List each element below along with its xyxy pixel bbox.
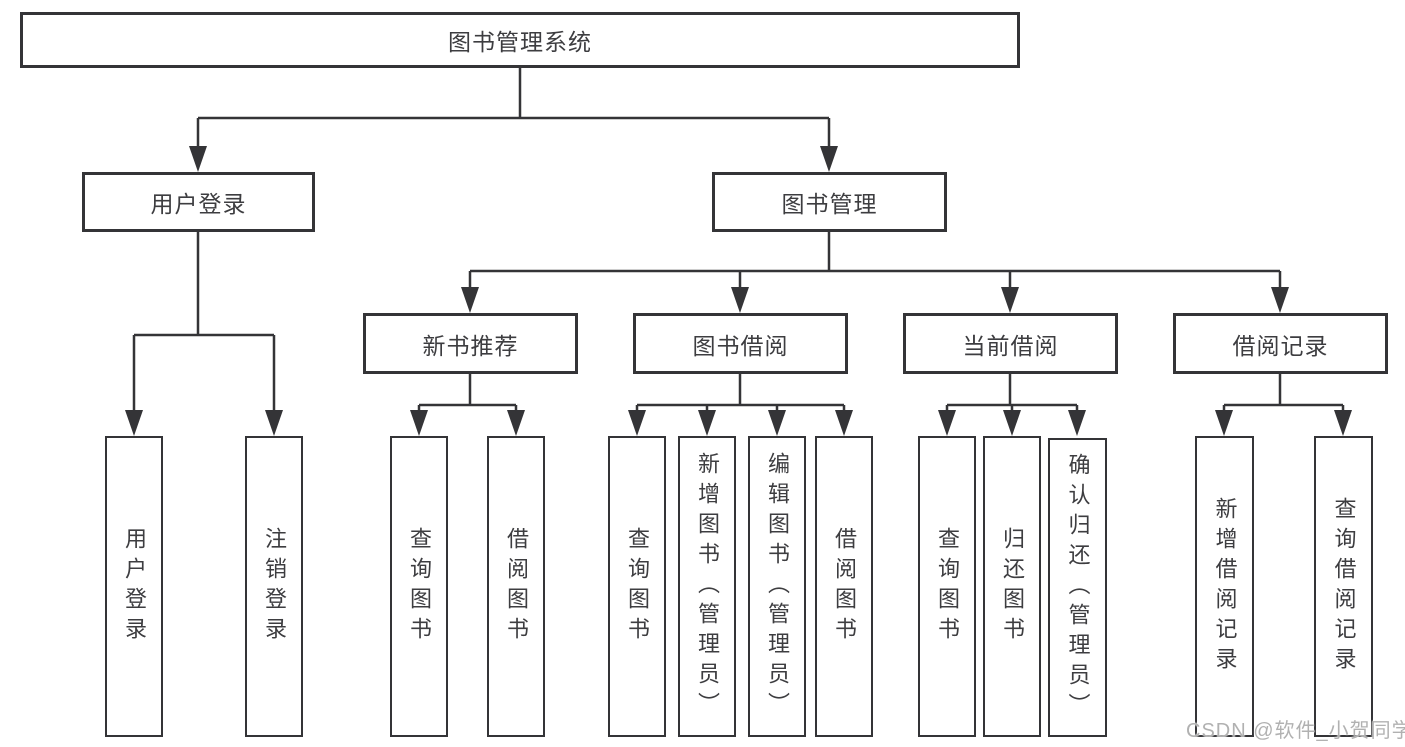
connector-borrow-to-leaves [628, 374, 853, 436]
node-user-login-label: 用户登录 [150, 191, 247, 217]
arrowhead-icon [820, 146, 838, 172]
leaf-edit-books-admin: 编辑图书（管理员） [748, 436, 806, 737]
leaf-logout-label: 注销登录 [262, 526, 287, 647]
node-borrow-records-label: 借阅记录 [1232, 332, 1329, 359]
arrowhead-icon [1334, 410, 1352, 436]
node-new-book-recommend: 新书推荐 [363, 313, 578, 374]
leaf-borrow-query-books: 查询图书 [608, 436, 666, 737]
csdn-watermark: CSDN @软件_小贺同学 [1186, 720, 1405, 742]
arrowhead-icon [265, 410, 283, 436]
leaf-logout: 注销登录 [245, 436, 303, 737]
connector-recommend-to-leaves [410, 374, 525, 436]
leaf-borrow-books: 借阅图书 [815, 436, 873, 737]
node-current-borrow-label: 当前借阅 [962, 332, 1059, 359]
arrowhead-icon [125, 410, 143, 436]
arrowhead-icon [1001, 287, 1019, 313]
node-new-book-recommend-label: 新书推荐 [422, 332, 519, 359]
node-borrow-records: 借阅记录 [1173, 313, 1388, 374]
leaf-add-books-admin: 新增图书（管理员） [678, 436, 736, 737]
connector-current-to-leaves [938, 374, 1086, 436]
connector-book-management-to-level3 [461, 232, 1289, 313]
connector-records-to-leaves [1215, 374, 1352, 436]
node-book-management-label: 图书管理 [781, 191, 878, 217]
leaf-query-borrow-record: 查询借阅记录 [1314, 436, 1373, 737]
leaf-add-borrow-record: 新增借阅记录 [1195, 436, 1254, 737]
leaf-recommend-query-books-label: 查询图书 [407, 526, 432, 647]
leaf-borrow-query-books-label: 查询图书 [625, 526, 650, 647]
leaf-confirm-return-admin: 确认归还（管理员） [1048, 438, 1107, 737]
connector-root-to-level2 [189, 68, 838, 172]
node-current-borrow: 当前借阅 [903, 313, 1118, 374]
node-library-system-label: 图书管理系统 [448, 29, 592, 55]
leaf-recommend-borrow-books-label: 借阅图书 [504, 526, 529, 647]
node-library-system: 图书管理系统 [20, 12, 1020, 68]
node-book-borrow-label: 图书借阅 [692, 332, 789, 359]
leaf-current-query-books: 查询图书 [918, 436, 976, 737]
arrowhead-icon [1215, 410, 1233, 436]
arrowhead-icon [410, 410, 428, 436]
arrowhead-icon [1271, 287, 1289, 313]
node-user-login: 用户登录 [82, 172, 315, 232]
arrowhead-icon [698, 410, 716, 436]
arrowhead-icon [1068, 410, 1086, 436]
arrowhead-icon [768, 410, 786, 436]
arrowhead-icon [628, 410, 646, 436]
leaf-current-query-books-label: 查询图书 [935, 526, 960, 647]
leaf-add-borrow-record-label: 新增借阅记录 [1212, 496, 1238, 677]
arrowhead-icon [731, 287, 749, 313]
leaf-add-books-admin-label: 新增图书（管理员） [695, 451, 720, 722]
node-book-borrow: 图书借阅 [633, 313, 848, 374]
arrowhead-icon [507, 410, 525, 436]
arrowhead-icon [938, 410, 956, 436]
leaf-recommend-borrow-books: 借阅图书 [487, 436, 545, 737]
arrowhead-icon [189, 146, 207, 172]
leaf-user-login-label: 用户登录 [122, 526, 147, 647]
leaf-recommend-query-books: 查询图书 [390, 436, 448, 737]
leaf-query-borrow-record-label: 查询借阅记录 [1331, 496, 1357, 677]
connector-user-login-to-leaves [125, 232, 283, 436]
leaf-confirm-return-admin-label: 确认归还（管理员） [1065, 452, 1091, 723]
node-book-management: 图书管理 [712, 172, 947, 232]
arrowhead-icon [835, 410, 853, 436]
leaf-return-books-label: 归还图书 [1000, 526, 1025, 647]
arrowhead-icon [1003, 410, 1021, 436]
leaf-return-books: 归还图书 [983, 436, 1041, 737]
arrowhead-icon [461, 287, 479, 313]
leaf-borrow-books-label: 借阅图书 [832, 526, 857, 647]
leaf-edit-books-admin-label: 编辑图书（管理员） [765, 451, 790, 722]
leaf-user-login: 用户登录 [105, 436, 163, 737]
